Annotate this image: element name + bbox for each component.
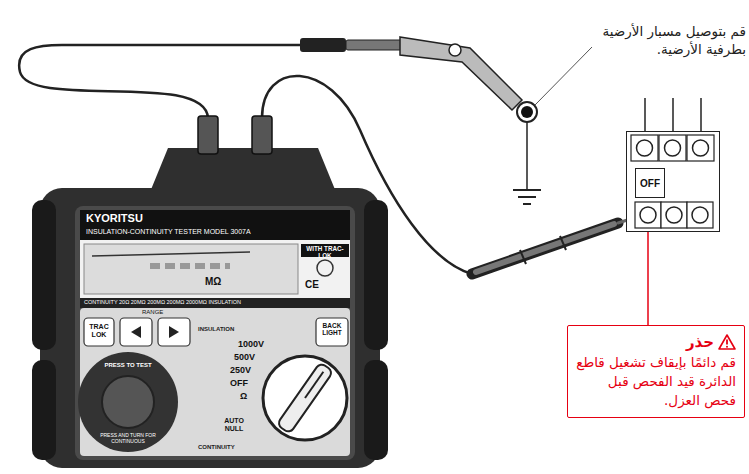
probe-body — [472, 223, 618, 274]
terminal — [640, 207, 656, 223]
control-panel — [80, 308, 350, 456]
button-text: RANGE — [142, 309, 163, 316]
button-text: PRESS TO TEST — [96, 362, 160, 369]
dial-position: Ω — [240, 391, 247, 401]
dial-position: OFF — [230, 378, 248, 388]
dial-knob — [277, 362, 334, 433]
dial-position: 1000V — [238, 339, 264, 349]
ground-wire — [526, 122, 528, 190]
plug — [198, 116, 218, 154]
terminal-block — [687, 202, 713, 228]
dial-group: CONTINUITY — [198, 444, 235, 451]
terminal — [666, 207, 682, 223]
ground-symbol — [523, 203, 531, 205]
plug — [252, 116, 272, 154]
terminal-block — [661, 202, 687, 228]
range-text: CONTINUITY 20Ω 20MΩ 200MΩ 200MΩ 2000MΩ I… — [84, 299, 241, 305]
leader-connector — [647, 232, 649, 325]
caution-box: حذرقم دائمًا بإيقاف تشغيل قاطع الدائرة ق… — [567, 325, 745, 418]
leader-line — [535, 47, 592, 105]
probe-ring — [520, 250, 526, 264]
ground-terminal-core — [521, 106, 533, 118]
button-text: TRAC LOK — [84, 323, 114, 339]
bumper — [32, 200, 56, 350]
range-strip — [80, 298, 350, 308]
ground-symbol — [513, 189, 541, 191]
face-plate — [75, 206, 355, 460]
clip-body — [346, 40, 402, 50]
caution-text: قم دائمًا بإيقاف تشغيل قاطع الدائرة قيد … — [574, 353, 736, 410]
callout-text: قم بتوصيل مسبار الأرضية بطرفية الأرضية. — [598, 22, 746, 58]
lcd-scale — [92, 252, 250, 256]
bumper — [364, 360, 388, 460]
probe-ring — [560, 236, 566, 250]
dial-group: INSULATION — [198, 326, 234, 333]
terminal — [665, 140, 681, 156]
ground-symbol — [518, 196, 536, 198]
display-panel — [80, 240, 350, 298]
warning-mark — [726, 340, 728, 345]
supply-wire — [644, 98, 646, 132]
tester-housing — [40, 188, 380, 468]
unit-text: MΩ — [205, 276, 221, 288]
button — [120, 318, 152, 346]
probe-body — [476, 224, 614, 272]
circuit-breaker: OFF — [626, 131, 720, 232]
button-text: BACK LIGHT — [316, 322, 348, 337]
dial-pointer — [305, 372, 323, 398]
caution-heading: حذر — [574, 331, 736, 353]
terminal-block — [635, 202, 661, 228]
dial-position: 250V — [230, 365, 251, 375]
terminal-block — [631, 135, 658, 161]
terminal-block — [659, 135, 686, 161]
dial — [263, 356, 347, 440]
switch-label: OFF — [635, 168, 665, 198]
tester-tab — [150, 148, 336, 192]
dial-position: AUTO NULL — [214, 417, 254, 433]
warning-triangle — [719, 335, 735, 349]
supply-wire — [700, 98, 702, 132]
trac-lok-icon — [317, 260, 333, 276]
test-button-core — [102, 376, 154, 428]
ground-cable — [19, 45, 300, 118]
ce-mark: CE — [305, 279, 319, 291]
ground-terminal — [517, 102, 537, 122]
button — [158, 318, 190, 346]
clip-jaw — [400, 37, 522, 110]
clip-plug — [300, 38, 346, 52]
model-name: INSULATION-CONTINUITY TESTER MODEL 3007A — [86, 228, 251, 236]
lcd — [84, 244, 298, 294]
brand-name: KYORITSU — [86, 212, 143, 225]
arrow-left — [131, 326, 141, 338]
bumper — [364, 200, 388, 350]
badge-text: WITH TRAC-LOK — [301, 245, 349, 259]
dial-position: 500V — [234, 352, 255, 362]
terminal — [637, 140, 653, 156]
button — [84, 318, 114, 346]
terminal — [692, 207, 708, 223]
clip-hinge — [449, 44, 461, 56]
button — [316, 318, 348, 346]
warning-mark — [726, 346, 728, 348]
button-text: PRESS AND TURN FOR CONTINUOUS — [94, 433, 162, 445]
terminal — [693, 140, 709, 156]
lcd-digits — [150, 263, 230, 269]
terminal-block — [687, 135, 714, 161]
warning-icon — [718, 334, 736, 350]
supply-wire — [672, 98, 674, 132]
arrow-right — [169, 326, 179, 338]
test-button — [78, 352, 178, 452]
brand-band — [80, 210, 350, 240]
bumper — [32, 360, 56, 460]
